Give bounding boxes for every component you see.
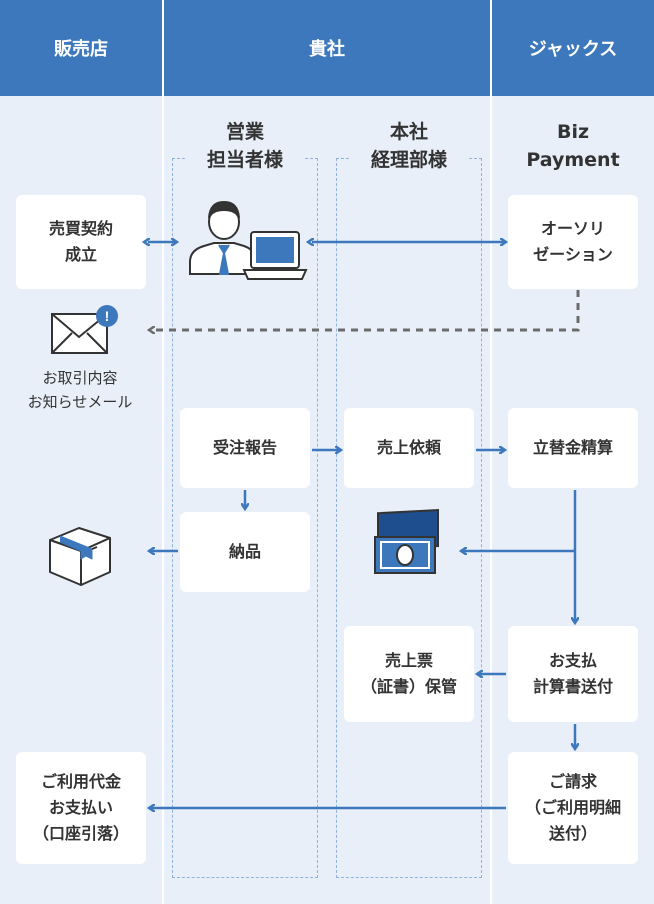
header-shop: 販売店 — [0, 0, 162, 96]
advance-settlement-box: 立替金精算 — [508, 408, 638, 488]
header-company: 貴社 — [164, 0, 490, 96]
accounting-title: 本社 経理部様 — [349, 118, 469, 174]
package-icon — [49, 527, 111, 586]
payment-box: ご利用代金 お支払い （口座引落） — [16, 752, 146, 864]
column-divider — [490, 0, 492, 904]
header-jax: ジャックス — [492, 0, 654, 96]
authorization-box: オーソリ ゼーション — [508, 195, 638, 289]
payment-statement-box: お支払 計算書送付 — [508, 626, 638, 722]
order-report-box: 受注報告 — [180, 408, 310, 488]
contract-box: 売買契約 成立 — [16, 195, 146, 289]
biz-payment-title: Biz Payment — [508, 118, 638, 174]
svg-text:!: ! — [105, 308, 110, 324]
money-icon — [374, 508, 439, 574]
mail-note: お取引内容 お知らせメール — [27, 369, 133, 411]
sales-request-box: 売上依頼 — [344, 408, 474, 488]
mail-icon: ! — [51, 305, 118, 354]
delivery-box: 納品 — [180, 512, 310, 592]
billing-box: ご請求 （ご利用明細 送付） — [508, 752, 638, 864]
column-divider — [162, 0, 164, 904]
person-icon — [189, 200, 257, 275]
slip-storage-box: 売上票 （証書）保管 — [344, 626, 474, 722]
sales-rep-title: 営業 担当者様 — [185, 118, 305, 174]
laptop-icon — [242, 231, 308, 280]
mail-notice-arrow — [150, 290, 580, 330]
